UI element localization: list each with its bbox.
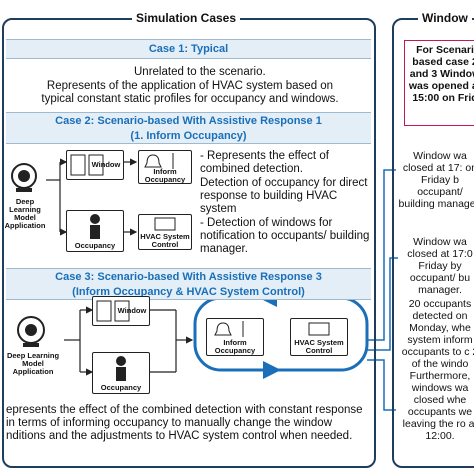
window-note1: For Scenari based case 2 and 3 Window wa… [408, 44, 474, 104]
case3-header-line2: (Inform Occupancy & HVAC System Control) [72, 286, 305, 298]
case3-header: Case 3: Scenario-based With Assistive Re… [6, 268, 371, 300]
case2-desc3: - Detection of windows for notification … [200, 217, 370, 255]
case2-model-label: Deep Learning Model Application [4, 197, 46, 230]
case2-inform-label: Inform Occupancy [144, 167, 186, 184]
case3-window-box: Window [92, 296, 150, 326]
case1-line1: Unrelated to the scenario. [134, 66, 266, 78]
camera-icon [11, 163, 37, 192]
case1-header: Case 1: Typical [6, 39, 371, 59]
hvac-icon [308, 322, 330, 336]
case3-inform-box: Inform Occupancy [206, 318, 264, 356]
case3-model-label: Deep Learning Model Application [6, 351, 60, 376]
case2-occupancy-box: Occupancy [66, 210, 124, 252]
window-panel-title: Window [418, 11, 472, 25]
case3-hvac-label: HVAC System Control [294, 338, 344, 355]
case2-occupancy-label: Occupancy [74, 241, 116, 250]
case2-desc1: - Represents the effect of combined dete… [200, 150, 329, 175]
camera-icon [17, 316, 45, 347]
case2-hvac-label: HVAC System Control [140, 232, 190, 249]
bell-icon [144, 153, 174, 169]
case2-desc2: Detection of occupancy for direct respon… [200, 177, 368, 215]
window-note4: 20 occupants detected on Monday, whe sys… [401, 298, 474, 442]
case2-header: Case 2: Scenario-based With Assistive Re… [6, 112, 371, 144]
hvac-icon [154, 217, 176, 231]
window-note3: Window wa closed at 17:0 Friday by occup… [407, 236, 473, 296]
simulation-cases-title: Simulation Cases [132, 11, 241, 25]
case3-header-line1: Case 3: Scenario-based With Assistive Re… [55, 271, 322, 283]
bell-icon [214, 321, 244, 337]
case3-camera-icon [14, 315, 48, 349]
window-note1-box [404, 40, 474, 126]
window-note2: Window wa closed at 17: on Friday b occu… [398, 150, 474, 210]
person-icon [116, 356, 126, 381]
case2-window-label: Window [91, 160, 121, 169]
case2-header-line1: Case 2: Scenario-based With Assistive Re… [55, 115, 322, 127]
case3-inform-label: Inform Occupancy [214, 338, 256, 355]
window-icon [96, 300, 130, 322]
case3-hvac-box: HVAC System Control [290, 318, 348, 356]
case3-occupancy-label: Occupancy [100, 383, 142, 392]
person-icon [90, 214, 100, 239]
case3-desc: epresents the effect of the combined det… [6, 404, 363, 442]
case3-window-label: Window [117, 306, 147, 315]
window-icon [70, 154, 104, 176]
case3-occupancy-box: Occupancy [92, 352, 150, 394]
case2-camera-icon [8, 162, 40, 194]
case1-line2: Represents of the application of HVAC sy… [41, 80, 339, 105]
case2-header-line2: (1. Inform Occupancy) [130, 130, 247, 142]
case2-inform-box: Inform Occupancy [138, 150, 192, 184]
case2-hvac-box: HVAC System Control [138, 214, 192, 250]
case2-window-box: Window [66, 150, 124, 180]
